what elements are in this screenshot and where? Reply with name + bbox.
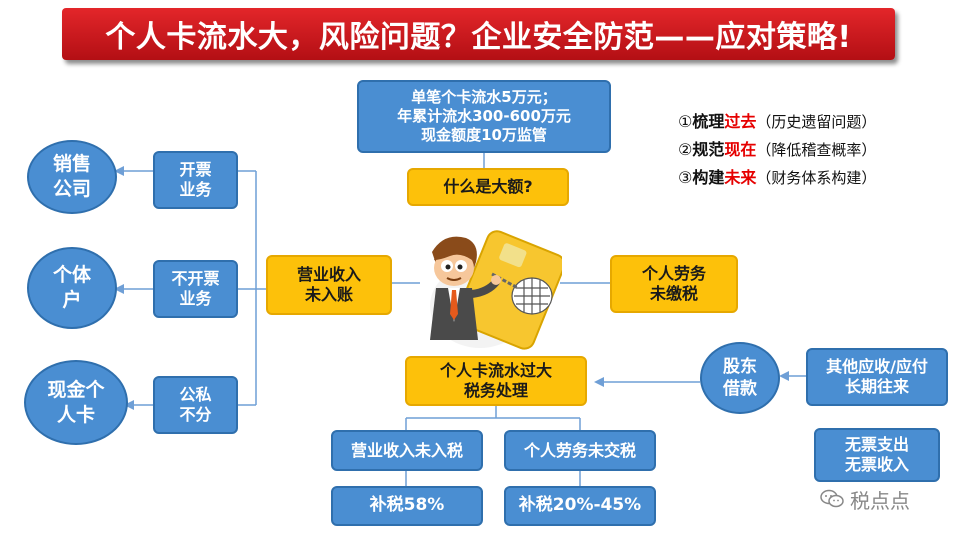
no-invoice-box: 无票支出 无票收入 bbox=[814, 428, 940, 482]
threshold-definition-box: 单笔个卡流水5万元； 年累计流水300-600万元 现金额度10万监管 bbox=[357, 80, 611, 153]
revenue-untaxed-box: 营业收入未入税 bbox=[331, 430, 483, 471]
legend-item-past: ①梳理过去（历史遗留问题） bbox=[678, 108, 918, 136]
legend-item-future: ③构建未来（财务体系构建） bbox=[678, 164, 918, 192]
box-line-2: 不分 bbox=[179, 405, 211, 425]
box-line-2: 未入账 bbox=[305, 285, 353, 305]
public-private-mixed-box: 公私 不分 bbox=[153, 376, 238, 434]
businessman-card-illustration bbox=[414, 222, 562, 350]
legend-key: 过去 bbox=[724, 112, 756, 131]
uninvoiced-business-box: 不开票 业务 bbox=[153, 260, 238, 318]
box-line-2: 业务 bbox=[179, 180, 211, 200]
box-line-1: 其他应收/应付 bbox=[826, 357, 928, 377]
what-is-large-box: 什么是大额? bbox=[407, 168, 569, 206]
legend-number: ③ bbox=[678, 168, 692, 187]
other-receivables-box: 其他应收/应付 长期往来 bbox=[806, 348, 948, 406]
circle-line-1: 销售 bbox=[53, 152, 91, 177]
unrecorded-revenue-box: 营业收入 未入账 bbox=[266, 255, 392, 315]
shareholder-loan-circle: 股东 借款 bbox=[700, 342, 780, 414]
circle-line-1: 个体 bbox=[53, 263, 91, 288]
legend-item-present: ②规范现在（降低稽查概率） bbox=[678, 136, 918, 164]
tax-20-45-box: 补税20%-45% bbox=[504, 486, 656, 526]
box-line-1: 营业收入 bbox=[297, 265, 361, 285]
sales-company-circle: 销售 公司 bbox=[27, 140, 117, 214]
legend-number: ② bbox=[678, 140, 692, 159]
watermark-text: 税点点 bbox=[850, 485, 910, 514]
page-title: 个人卡流水大，风险问题？企业安全防范——应对策略! bbox=[62, 8, 895, 60]
strategy-legend: ①梳理过去（历史遗留问题） ②规范现在（降低稽查概率） ③构建未来（财务体系构建… bbox=[678, 108, 918, 192]
wechat-icon bbox=[820, 489, 844, 509]
tax-58-box: 补税58% bbox=[331, 486, 483, 526]
box-line-2: 无票收入 bbox=[845, 455, 909, 475]
box-line-1: 开票 bbox=[179, 160, 211, 180]
labor-untaxed-box: 个人劳务未交税 bbox=[504, 430, 656, 471]
box-line-1: 公私 bbox=[179, 385, 211, 405]
large-flow-tax-handling-box: 个人卡流水过大 税务处理 bbox=[405, 356, 587, 406]
threshold-line-2: 年累计流水300-600万元 bbox=[397, 107, 571, 126]
box-line-1: 个人劳务 bbox=[642, 264, 706, 284]
individual-business-circle: 个体 户 bbox=[27, 247, 117, 329]
threshold-line-3: 现金额度10万监管 bbox=[421, 126, 547, 145]
box-line-1: 个人卡流水过大 bbox=[440, 361, 552, 381]
legend-verb: 梳理 bbox=[692, 112, 724, 131]
legend-number: ① bbox=[678, 112, 692, 131]
box-line-2: 未缴税 bbox=[650, 284, 698, 304]
legend-key: 未来 bbox=[724, 168, 756, 187]
circle-line-2: 公司 bbox=[53, 177, 91, 202]
circle-line-1: 股东 bbox=[723, 356, 757, 378]
threshold-line-1: 单笔个卡流水5万元； bbox=[411, 88, 556, 107]
circle-line-2: 人卡 bbox=[57, 403, 95, 428]
box-line-1: 无票支出 bbox=[845, 435, 909, 455]
legend-verb: 构建 bbox=[692, 168, 724, 187]
untaxed-labor-box: 个人劳务 未缴税 bbox=[610, 255, 738, 313]
box-line-2: 税务处理 bbox=[464, 381, 528, 401]
circle-line-2: 户 bbox=[62, 288, 81, 313]
legend-key: 现在 bbox=[724, 140, 756, 159]
invoiced-business-box: 开票 业务 bbox=[153, 151, 238, 209]
cash-personal-card-circle: 现金个 人卡 bbox=[24, 360, 128, 445]
box-line-1: 不开票 bbox=[171, 269, 219, 289]
box-line-2: 长期往来 bbox=[845, 377, 909, 397]
legend-note: （历史遗留问题） bbox=[756, 113, 876, 131]
legend-verb: 规范 bbox=[692, 140, 724, 159]
circle-line-2: 借款 bbox=[723, 378, 757, 400]
legend-note: （财务体系构建） bbox=[756, 169, 876, 187]
watermark: 税点点 bbox=[820, 485, 910, 513]
box-line-2: 业务 bbox=[179, 289, 211, 309]
legend-note: （降低稽查概率） bbox=[756, 141, 876, 159]
circle-line-1: 现金个 bbox=[47, 378, 104, 403]
